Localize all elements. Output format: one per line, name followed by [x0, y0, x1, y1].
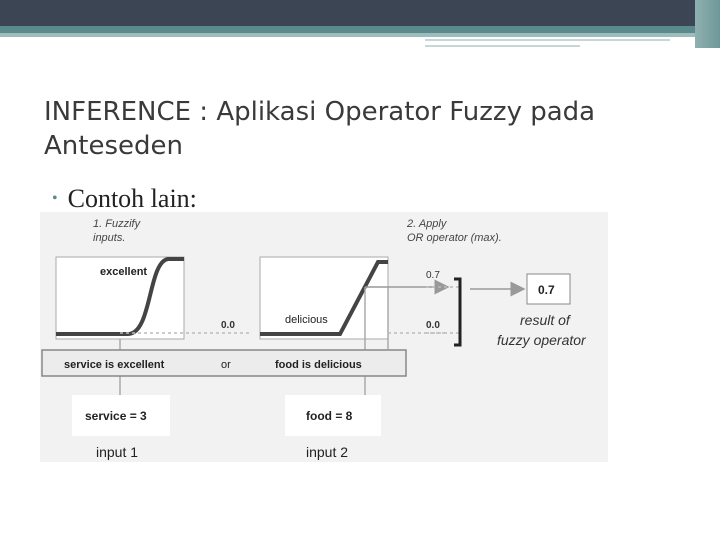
mf1-curve	[56, 257, 184, 336]
rule-left: service is excellent	[64, 359, 165, 371]
diagram-svg: 1. Fuzzify inputs. 2. Apply OR operator …	[41, 218, 587, 460]
result-value: 0.7	[538, 283, 555, 297]
or-bottom-value: 0.0	[426, 320, 440, 331]
result-caption-2: fuzzy operator	[497, 332, 587, 348]
step1-caption: 1. Fuzzify	[93, 218, 142, 230]
decor-line	[425, 39, 670, 41]
mf2-box	[259, 256, 389, 340]
rule-or: or	[221, 359, 231, 371]
input1-value: service = 3	[85, 409, 147, 423]
or-top-value: 0.7	[426, 270, 440, 281]
accent-band	[0, 26, 720, 33]
result-caption: result of	[520, 312, 572, 328]
top-bar	[0, 0, 720, 26]
fuzzy-or-diagram: 1. Fuzzify inputs. 2. Apply OR operator …	[40, 212, 608, 462]
mf1-box	[55, 256, 185, 340]
input2-value: food = 8	[306, 409, 353, 423]
bullet-item: • Contoh lain:	[52, 184, 197, 214]
step2-caption-2: OR operator (max).	[407, 232, 502, 244]
bullet-text: Contoh lain:	[67, 184, 197, 213]
step1-caption-2: inputs.	[93, 232, 125, 244]
input2-box	[285, 395, 381, 436]
accent-band-light	[0, 33, 720, 37]
result-box	[526, 273, 571, 305]
slide-title: INFERENCE : Aplikasi Operator Fuzzy pada…	[44, 97, 596, 161]
input2-label: input 2	[306, 444, 348, 460]
bullet-dot-icon: •	[52, 190, 58, 207]
input1-label: input 1	[96, 444, 138, 460]
mf2-label: delicious	[285, 314, 328, 326]
decor-line	[425, 45, 580, 47]
mf1-value: 0.0	[221, 320, 235, 331]
or-bracket	[454, 277, 462, 347]
step2-caption: 2. Apply	[406, 218, 448, 230]
rule-bar	[41, 349, 407, 377]
mf2-curve	[260, 260, 388, 336]
mf1-label: excellent	[100, 266, 147, 278]
rule-right: food is delicious	[275, 359, 362, 371]
input1-box	[72, 395, 170, 436]
corner-decor	[695, 0, 720, 48]
